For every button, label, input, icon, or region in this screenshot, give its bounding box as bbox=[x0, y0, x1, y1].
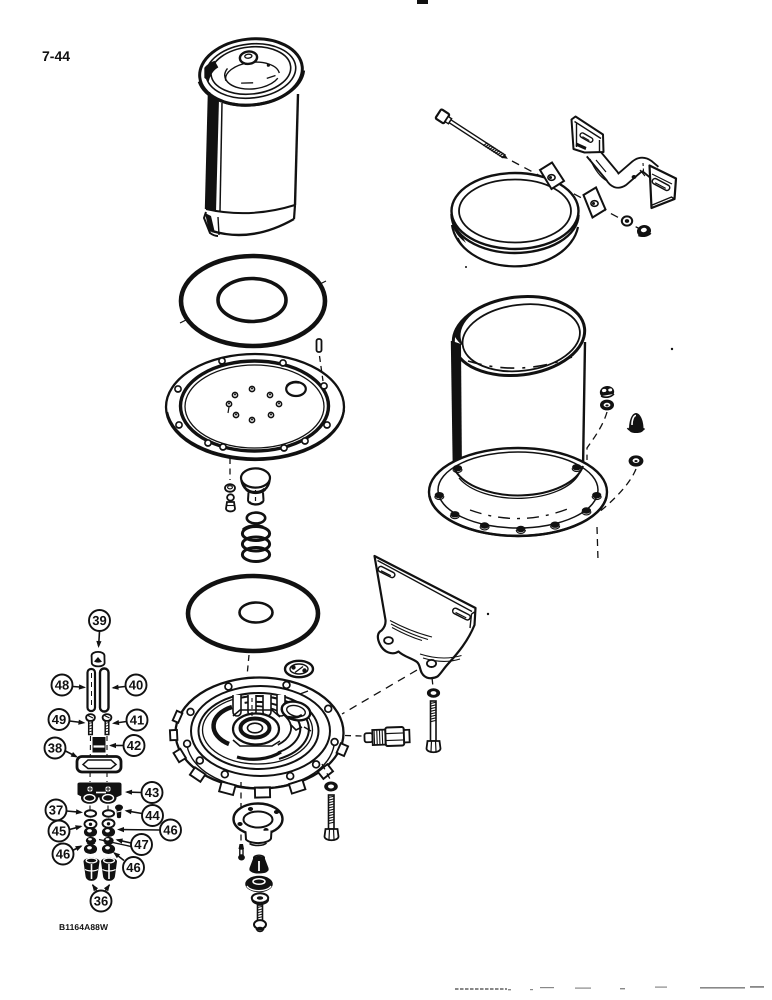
svg-text:40: 40 bbox=[129, 678, 143, 693]
svg-text:44: 44 bbox=[145, 808, 160, 823]
svg-text:47: 47 bbox=[134, 837, 148, 852]
svg-text:43: 43 bbox=[145, 785, 159, 800]
svg-text:41: 41 bbox=[130, 713, 144, 728]
svg-text:49: 49 bbox=[52, 712, 66, 727]
svg-text:B1164A88W: B1164A88W bbox=[59, 922, 109, 932]
svg-text:45: 45 bbox=[52, 824, 66, 839]
svg-text:48: 48 bbox=[55, 678, 69, 693]
svg-text:38: 38 bbox=[48, 741, 62, 756]
svg-text:46: 46 bbox=[126, 860, 140, 875]
svg-text:37: 37 bbox=[49, 803, 63, 818]
svg-text:39: 39 bbox=[92, 613, 106, 628]
svg-text:46: 46 bbox=[163, 823, 177, 838]
svg-text:46: 46 bbox=[56, 847, 70, 862]
svg-text:42: 42 bbox=[127, 738, 141, 753]
svg-text:36: 36 bbox=[94, 894, 108, 909]
svg-text:7-44: 7-44 bbox=[42, 48, 70, 64]
